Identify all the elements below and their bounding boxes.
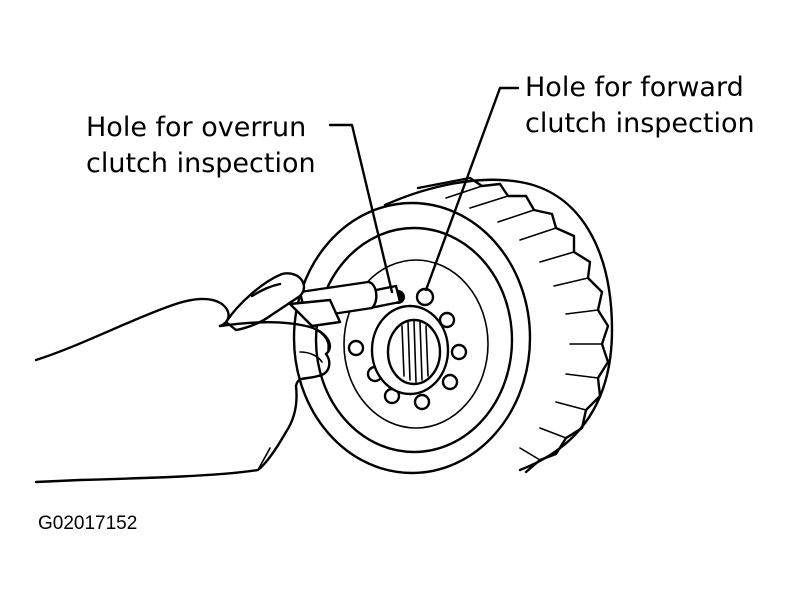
forward-hole-label: Hole for forward clutch inspection — [525, 70, 755, 142]
forward-leader-line — [424, 86, 520, 292]
overrun-hole-label: Hole for overrun clutch inspection — [86, 110, 316, 182]
forward-label-line2: clutch inspection — [525, 108, 755, 139]
forward-label-line1: Hole for forward — [525, 72, 744, 103]
overrun-leader-line — [328, 123, 394, 294]
center-hub — [370, 304, 450, 396]
figure-id: G02017152 — [38, 513, 138, 534]
hand — [34, 297, 332, 484]
leader-lines — [328, 86, 520, 294]
overrun-label-line2: clutch inspection — [86, 148, 316, 179]
clutch-drum — [292, 176, 614, 475]
overrun-label-line1: Hole for overrun — [86, 112, 307, 143]
drum-splines — [416, 176, 610, 474]
forward-clutch-hole — [415, 287, 435, 307]
